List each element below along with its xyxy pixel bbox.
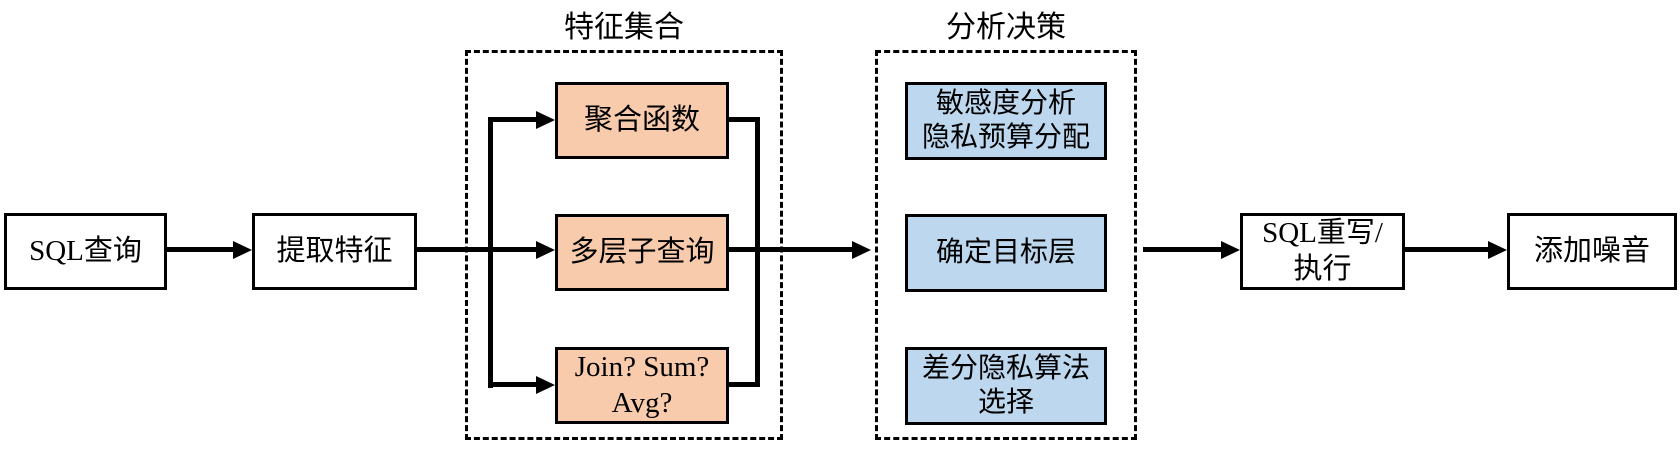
arrow-rewrite-to-noise-shaft bbox=[1405, 247, 1489, 252]
node-sql-rewrite: SQL重写/ 执行 bbox=[1240, 213, 1405, 290]
node-sql-query: SQL查询 bbox=[4, 213, 167, 290]
node-add-noise-label: 添加噪音 bbox=[1533, 234, 1650, 267]
node-sql-query-label: SQL查询 bbox=[29, 234, 142, 267]
arrow-query-to-extract-head bbox=[233, 241, 252, 259]
branch-top-shaft bbox=[488, 117, 538, 122]
branch-top-head bbox=[536, 111, 555, 129]
node-join-sum-avg: Join? Sum? Avg? bbox=[555, 347, 729, 424]
arrow-query-to-extract-shaft bbox=[167, 247, 235, 252]
arrow-features-to-decision-shaft bbox=[729, 247, 853, 252]
node-target-layer-label: 确定目标层 bbox=[935, 236, 1076, 268]
node-extract-features: 提取特征 bbox=[252, 213, 417, 290]
node-target-layer: 确定目标层 bbox=[905, 214, 1107, 292]
node-extract-features-label: 提取特征 bbox=[276, 234, 393, 267]
node-sensitivity-budget-line1: 敏感度分析 bbox=[935, 87, 1076, 119]
node-add-noise: 添加噪音 bbox=[1507, 213, 1677, 290]
branch-middle-head bbox=[536, 241, 555, 259]
node-multilayer-subquery-label: 多层子查询 bbox=[569, 235, 715, 268]
branch-bottom-shaft bbox=[488, 382, 538, 387]
collector-vertical-line bbox=[755, 117, 760, 387]
node-sql-rewrite-line2: 执行 bbox=[1293, 252, 1352, 285]
node-aggregate-functions: 聚合函数 bbox=[555, 82, 729, 159]
collector-bottom-shaft bbox=[729, 382, 760, 387]
analysis-decision-group-title: 分析决策 bbox=[946, 11, 1066, 44]
branch-middle-shaft bbox=[417, 247, 538, 252]
node-aggregate-functions-label: 聚合函数 bbox=[583, 103, 700, 136]
collector-top-shaft bbox=[729, 117, 760, 122]
node-join-sum-avg-line2: Avg? bbox=[611, 386, 673, 419]
feature-set-group-title: 特征集合 bbox=[564, 11, 684, 44]
arrow-decision-to-rewrite-shaft bbox=[1143, 247, 1222, 252]
node-dp-algorithm-line2: 选择 bbox=[977, 387, 1034, 418]
branch-vertical-line bbox=[488, 117, 493, 388]
feature-set-group-box bbox=[465, 50, 783, 440]
node-sql-rewrite-line1: SQL重写/ bbox=[1262, 217, 1383, 250]
node-dp-algorithm-line1: 差分隐私算法 bbox=[921, 352, 1090, 384]
node-sensitivity-budget: 敏感度分析 隐私预算分配 bbox=[905, 82, 1107, 160]
node-join-sum-avg-line1: Join? Sum? bbox=[574, 351, 710, 384]
node-multilayer-subquery: 多层子查询 bbox=[555, 214, 729, 291]
analysis-decision-group-box bbox=[875, 50, 1137, 440]
arrow-features-to-decision-head bbox=[852, 241, 871, 259]
node-sensitivity-budget-line2: 隐私预算分配 bbox=[921, 122, 1090, 153]
arrow-rewrite-to-noise-head bbox=[1488, 241, 1507, 259]
branch-bottom-head bbox=[536, 376, 555, 394]
node-dp-algorithm: 差分隐私算法 选择 bbox=[905, 347, 1107, 425]
arrow-decision-to-rewrite-head bbox=[1221, 241, 1240, 259]
